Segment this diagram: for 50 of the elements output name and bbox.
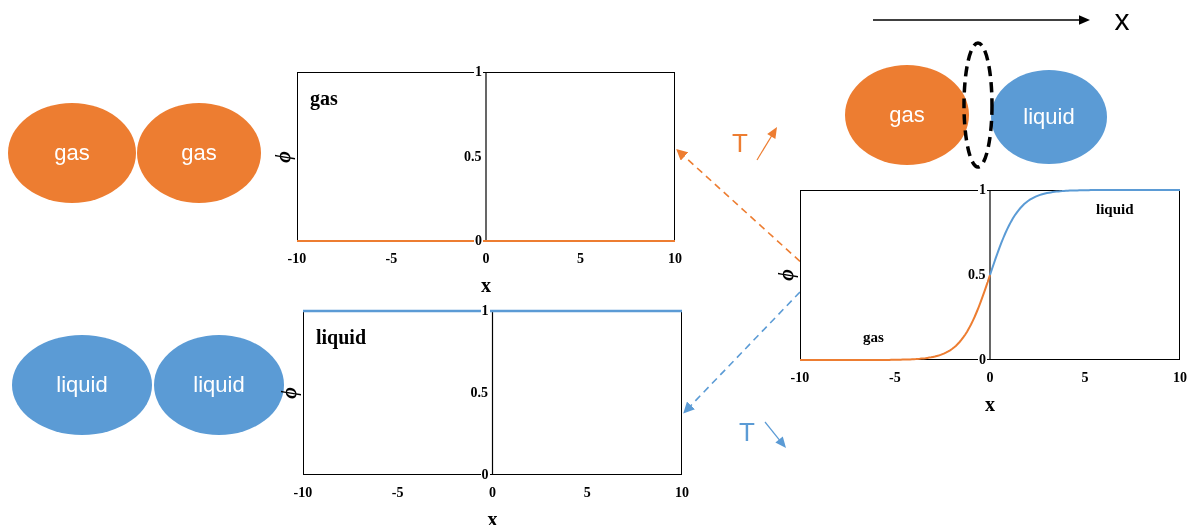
ellipse-shape (991, 70, 1107, 164)
tick-label: 0 (481, 252, 491, 266)
ellipse-label: gas (181, 140, 217, 166)
tick-label: 5 (576, 252, 585, 266)
tick-label: -10 (292, 486, 314, 500)
axis-title: x (481, 275, 491, 295)
temperature-label: T (739, 419, 755, 445)
tick-label: 0 (480, 468, 490, 482)
arrow (676, 148, 801, 263)
ellipse-label: gas (889, 102, 925, 128)
axis-title: ϕ (272, 150, 293, 163)
series-label: gas (310, 87, 338, 110)
tick-label: 0.5 (463, 149, 483, 164)
ellipse-shape (8, 103, 136, 203)
tick-label: 5 (1080, 371, 1090, 385)
tick-label: -10 (286, 252, 308, 266)
tick-label: 1 (474, 65, 483, 79)
series-label: gas (863, 329, 884, 346)
interface-outline (962, 41, 994, 169)
tick-label: 10 (1172, 371, 1188, 385)
ellipse-label: liquid (1023, 104, 1075, 130)
axis-title: x (985, 394, 995, 414)
tick-label: 0 (474, 234, 483, 248)
ellipse-label: liquid (56, 372, 108, 398)
series-label: liquid (316, 326, 367, 349)
tick-label: 1 (480, 304, 490, 318)
arrow (683, 291, 801, 414)
axis-title: x (1114, 5, 1130, 35)
tick-label: -5 (888, 371, 902, 385)
ellipse-shape (12, 335, 152, 435)
tick-label: 0 (985, 371, 995, 385)
temperature-label: T (732, 130, 748, 156)
tick-label: 5 (582, 486, 592, 500)
tick-label: 10 (674, 486, 690, 500)
tick-label: -5 (384, 252, 399, 266)
series-label: liquid (1096, 201, 1134, 218)
tick-label: 1 (978, 183, 987, 197)
tick-label: 10 (667, 252, 683, 266)
tick-label: 0.5 (967, 268, 987, 282)
ellipse-shape (845, 65, 969, 165)
tick-label: -10 (789, 371, 811, 385)
axis-title: ϕ (278, 387, 299, 399)
axis-title: ϕ (775, 269, 796, 281)
tick-label: 0 (488, 486, 497, 500)
tick-label: 0.5 (469, 386, 489, 400)
ellipse-label: liquid (193, 372, 245, 398)
ellipse-label: gas (54, 140, 90, 166)
ellipse-shape (137, 103, 261, 203)
tick-label: -5 (390, 486, 405, 500)
tick-label: 0 (978, 353, 987, 367)
